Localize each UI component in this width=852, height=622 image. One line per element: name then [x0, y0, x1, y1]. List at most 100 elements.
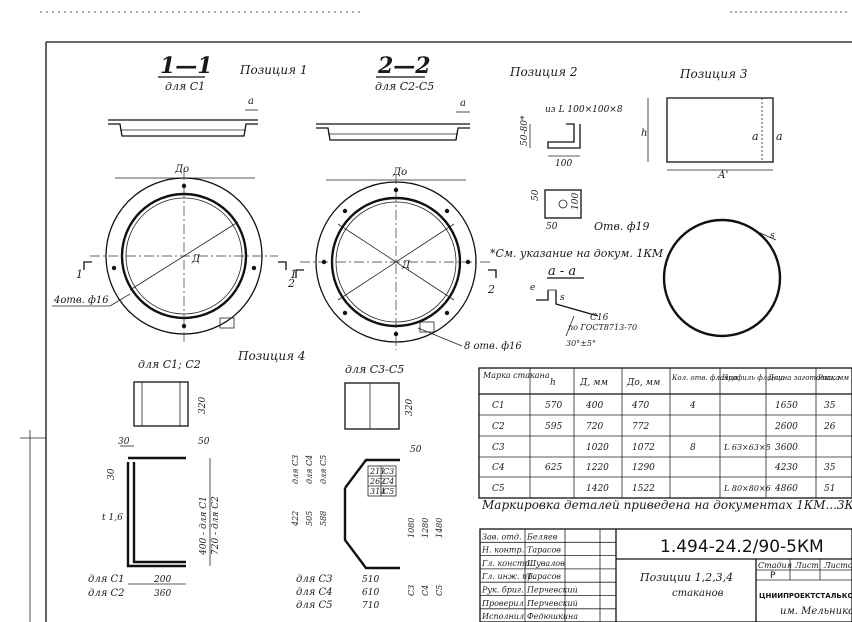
leader [757, 231, 777, 241]
sec-2-left: 2 [287, 277, 295, 290]
s-label: s [560, 293, 565, 303]
section-2-2-title: 2—2 [377, 53, 431, 79]
dim-a: а [248, 96, 254, 107]
m320a: 320 [198, 397, 208, 414]
stamp-name: Тарасов [527, 572, 561, 581]
dim-a-3: а [752, 130, 759, 143]
bolt-hole [465, 259, 471, 265]
table-cell: 595 [545, 422, 562, 432]
note: *См. указание на докум. 1КМ [490, 247, 664, 260]
th-4: Кол. отв. фланца [671, 374, 738, 382]
stamp-role: Проверил [481, 599, 524, 608]
stamp-title-2: стаканов [672, 588, 724, 599]
stamp-role: Гл. инж. пр. [481, 572, 535, 581]
table-cell: 8 [690, 443, 696, 453]
bot-c1: для С1 [88, 574, 125, 585]
table-cell: 35 [824, 463, 836, 473]
pos1-label: Позиция 1 [239, 63, 307, 77]
dim-a-4: а [776, 130, 783, 143]
v1280: 1280 [421, 518, 430, 538]
leader [109, 293, 131, 307]
stamp-name: Федюшкина [527, 612, 578, 621]
b-c5: для С5 [296, 600, 333, 611]
th-6: Длина заготовки, мм [767, 374, 849, 382]
plate-c1c2 [133, 381, 189, 427]
gost: по ГОСТ8713-70 [568, 323, 637, 332]
bolt-hole [393, 331, 399, 337]
section-mark-left-2 [295, 269, 304, 278]
table-cell: С4 [492, 463, 505, 473]
dim-d-2: Д [401, 260, 411, 271]
section-mark-right [278, 261, 287, 270]
leader [417, 327, 463, 347]
th-2: Д, мм [579, 378, 608, 388]
bolt-hole [111, 265, 117, 271]
table-cell: 35 [824, 401, 836, 411]
stamp-grid [479, 528, 852, 622]
v200: 200 [153, 575, 171, 585]
table-cell: 1650 [775, 401, 798, 411]
pos3-label: Позиция 3 [679, 67, 748, 81]
stamp-name: Беляев [526, 532, 558, 541]
dim-d: Д [191, 254, 201, 265]
stamp-role: Зав. отд. [482, 532, 522, 541]
table-cell: С5 [492, 484, 505, 494]
pos4-label: Позиция 4 [237, 349, 305, 363]
dim-50a: 50 [531, 189, 541, 201]
bolt-hole [181, 323, 187, 329]
leader [565, 315, 575, 337]
b510: 510 [362, 575, 379, 585]
section-mark-left [83, 261, 92, 270]
m30b: 30 [107, 468, 117, 480]
r-table [367, 465, 397, 497]
table-cell: 3600 [775, 443, 798, 453]
m50: 50 [198, 437, 210, 447]
table-cell: 4230 [774, 463, 798, 473]
marking-note: Маркировка деталей приведена на документ… [481, 498, 852, 512]
org2: им. Мельникова [780, 606, 852, 617]
profile-c1c2 [126, 456, 186, 568]
detail-box [419, 321, 435, 333]
stamp-name: Перчевский [526, 586, 578, 595]
table-cell: 625 [545, 463, 562, 473]
stage-hdr: Стадия [758, 561, 792, 570]
t16: t 1,6 [102, 513, 123, 523]
r211: 211 [369, 467, 385, 476]
v505: 505 [305, 511, 314, 526]
holes-8: 8 отв. ф16 [464, 341, 522, 352]
diameter-line [129, 221, 239, 291]
th-0: Марка стакана [482, 371, 550, 380]
section-2-2-profile [316, 123, 470, 141]
dim-100b: 100 [571, 193, 581, 210]
section-1-1-title: 1—1 [160, 53, 213, 79]
sec-1-right: 1 [290, 268, 297, 281]
b-c3: для С3 [296, 574, 333, 585]
doc-code: 1.494-24.2/90-5КМ [660, 537, 824, 557]
table-cell: 1020 [586, 443, 609, 453]
table-cell: 51 [824, 484, 835, 494]
v1480: 1480 [435, 518, 444, 538]
m720c2: 720 - для С2 [211, 496, 221, 555]
bolt-hole [342, 310, 348, 316]
dlya-c1c2: для С1; С2 [138, 358, 201, 371]
dim-A: А' [717, 170, 728, 181]
rolled-shell [662, 218, 782, 338]
plate-c3c5 [344, 382, 400, 430]
r262: 262 [369, 477, 385, 486]
th-7: Риска [817, 374, 840, 382]
m320b: 320 [405, 399, 415, 416]
b-c4: для С4 [296, 587, 333, 598]
dim-50b: 50 [546, 222, 558, 232]
th-1: h [550, 378, 556, 388]
plate-view [544, 189, 582, 219]
stamp-role: Гл. констр. [481, 559, 532, 568]
th-5: Профиль фланца [721, 374, 785, 382]
stamp-name: Перчевский [526, 599, 578, 608]
table-cell: С2 [492, 422, 505, 432]
stage-val: Р [770, 571, 776, 581]
e-label: e [530, 283, 535, 293]
table-cell: 470 [631, 401, 649, 411]
m400c1: 400 - для С1 [199, 496, 209, 556]
